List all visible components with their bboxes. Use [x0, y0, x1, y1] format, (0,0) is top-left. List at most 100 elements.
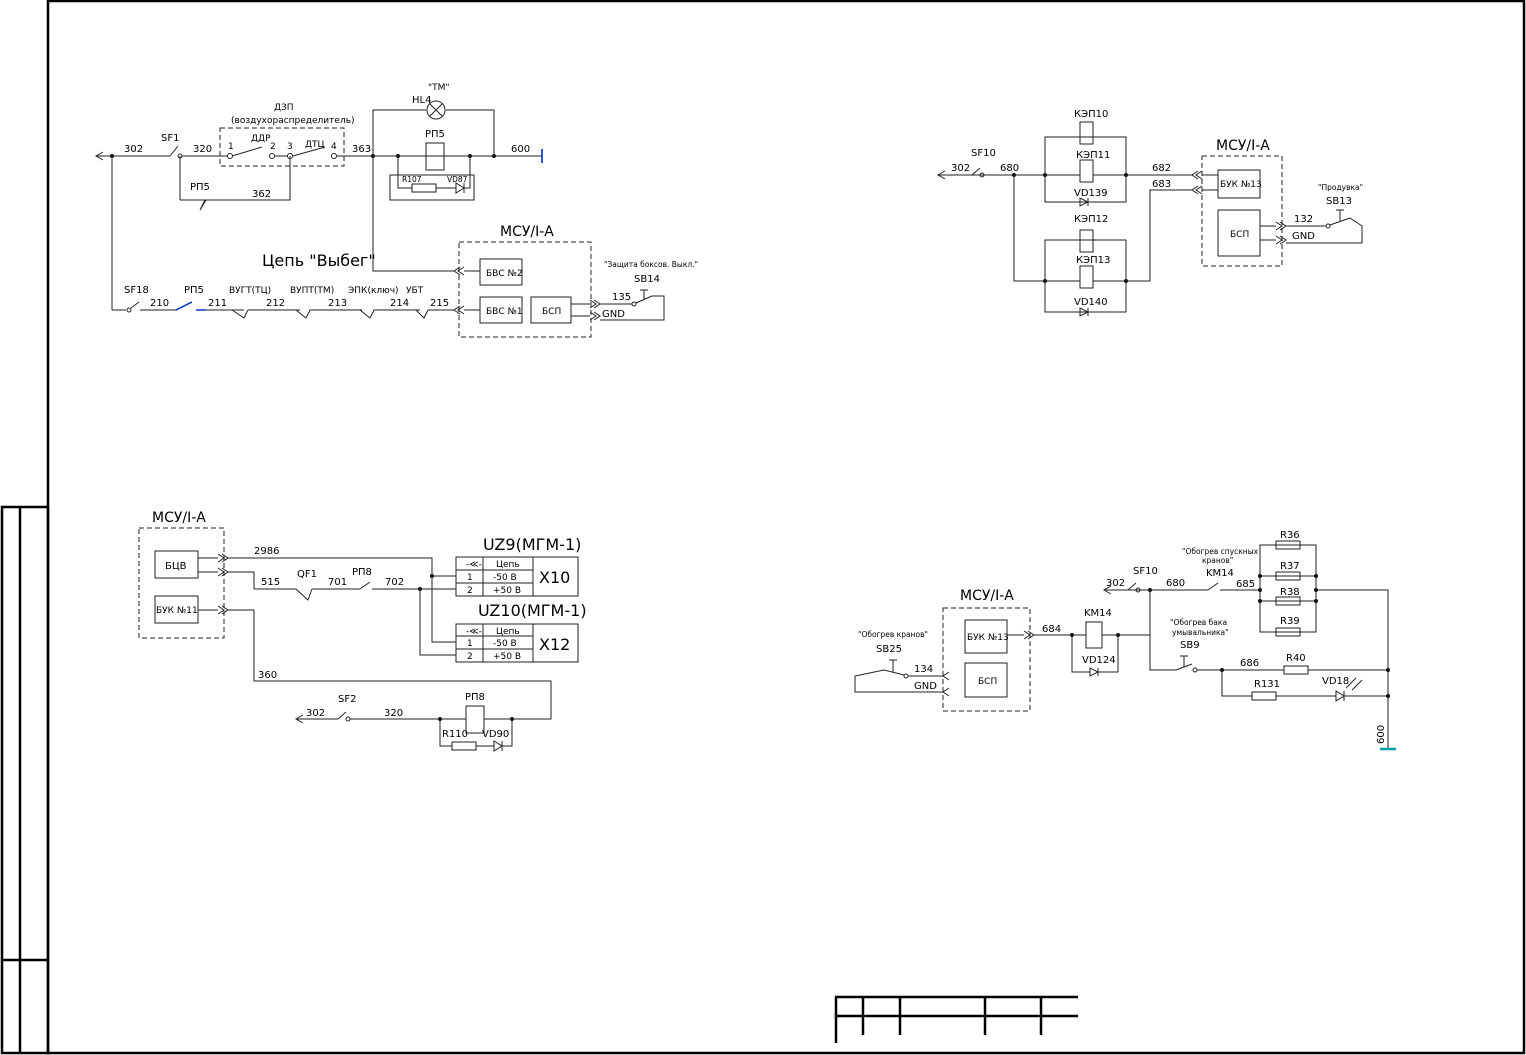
block-label: БВС №1 — [486, 307, 523, 317]
wire-label: 680 — [1000, 163, 1019, 174]
wire-label: 600 — [511, 144, 530, 155]
resistor-label: R39 — [1280, 616, 1300, 627]
relay-label: KM14 — [1084, 608, 1112, 619]
button-label: SB25 — [876, 644, 902, 655]
contact-label: ВУПТ(ТМ) — [290, 286, 334, 296]
diagram-upper-right: 302 SF10 680 КЭП10 КЭП11 VD139 КЭП12 КЭП… — [936, 109, 1363, 317]
button-label: SB9 — [1180, 640, 1200, 651]
contact-number: 4 — [331, 142, 337, 152]
pin-number: 1 — [467, 573, 473, 583]
contact-caption: "Обогрев спускных — [1182, 547, 1259, 556]
wire-label: 212 — [266, 298, 285, 309]
block-label: БВС №2 — [486, 269, 523, 279]
relay-label: KM14 — [1206, 568, 1234, 579]
unit-label: UZ10(МГМ-1) — [478, 601, 587, 620]
pin-number: 2 — [467, 652, 473, 662]
valve-label: КЭП12 — [1074, 214, 1108, 225]
button-caption: "Защита боксов. Выкл." — [604, 260, 698, 269]
valve-label: КЭП11 — [1076, 150, 1110, 161]
wire-label: 132 — [1294, 214, 1313, 225]
wire-label: 302 — [124, 144, 143, 155]
table-header: Цепь — [496, 560, 520, 570]
wire-label: 680 — [1166, 578, 1185, 589]
pin-voltage: -50 В — [493, 639, 517, 649]
contact-number: 2 — [270, 142, 276, 152]
connector-icon: -≪- — [466, 627, 482, 637]
wire-label: 683 — [1152, 179, 1171, 190]
switch-label: SF10 — [1133, 566, 1158, 577]
relay-label: РП5 — [184, 285, 204, 296]
circuit-title: Цепь "Выбег" — [262, 251, 376, 270]
wire-label: 702 — [385, 577, 404, 588]
switch-label: SF2 — [338, 694, 356, 705]
button-caption: "Продувка" — [1318, 183, 1363, 192]
wire-label: 210 — [150, 298, 169, 309]
resistor-label: R38 — [1280, 587, 1300, 598]
diagram-lower-right: МСУ/I-А БУК №13 БСП 684 KM14 VD124 134 G… — [854, 530, 1396, 751]
connector-icon: -≪- — [466, 560, 482, 570]
diode-label: VD140 — [1074, 297, 1108, 308]
diagram-upper-left: 302 SF1 320 ДЗП (воздухораспределитель) … — [94, 83, 698, 338]
block-label: БУК №13 — [1220, 180, 1262, 190]
pin-voltage: +50 В — [493, 652, 521, 662]
device-sublabel: (воздухораспределитель) — [231, 116, 355, 126]
button-label: SB14 — [634, 274, 660, 285]
lamp-label: HL4 — [412, 95, 431, 106]
block-label: БУК №13 — [967, 633, 1009, 643]
valve-label: КЭП10 — [1074, 109, 1108, 120]
ground-label: GND — [914, 681, 937, 692]
switch-label: SF10 — [971, 148, 996, 159]
relay-label: РП5 — [425, 129, 445, 140]
connector-label: X10 — [539, 568, 570, 587]
led-label: VD18 — [1322, 676, 1349, 687]
button-caption: "Обогрев бака — [1170, 618, 1227, 627]
resistor-label: R131 — [1254, 679, 1280, 690]
lamp-caption: "ТМ" — [428, 83, 450, 93]
wire-label: 302 — [951, 163, 970, 174]
pin-number: 1 — [467, 639, 473, 649]
contact-label: ВУГТ(ТЦ) — [229, 286, 271, 296]
wire-label: 684 — [1042, 624, 1061, 635]
wire-label: 320 — [193, 144, 212, 155]
module-label: МСУ/I-А — [152, 510, 206, 526]
wire-label: 363 — [352, 144, 371, 155]
diode-label: VD87 — [447, 175, 468, 184]
device-label: ДЗП — [274, 103, 294, 113]
block-label: БСП — [978, 677, 997, 687]
diode-label: VD90 — [482, 729, 509, 740]
contact-number: 1 — [228, 142, 234, 152]
unit-label: UZ9(МГМ-1) — [483, 535, 581, 554]
pin-voltage: -50 В — [493, 573, 517, 583]
contact-label: ЭПК(ключ) — [348, 286, 399, 296]
switch-label: SF1 — [161, 133, 179, 144]
wire-label: 134 — [914, 664, 933, 675]
wire-label: 213 — [328, 298, 347, 309]
diagram-lower-left: МСУ/I-А БЦВ БУК №11 2986 515 QF1 701 РП8… — [138, 510, 587, 752]
module-label: МСУ/I-А — [500, 224, 554, 240]
resistor-label: R40 — [1286, 653, 1306, 664]
relay-label: РП8 — [352, 567, 372, 578]
pin-number: 2 — [467, 586, 473, 596]
button-caption: умывальника" — [1172, 628, 1229, 637]
relay-label: РП5 — [190, 182, 210, 193]
wire-label: 682 — [1152, 163, 1171, 174]
wire-label: 701 — [328, 577, 347, 588]
table-header: Цепь — [496, 627, 520, 637]
relay-label: РП8 — [465, 692, 485, 703]
pin-voltage: +50 В — [493, 586, 521, 596]
button-caption: "Обогрев кранов" — [858, 630, 928, 639]
resistor-label: R110 — [442, 729, 468, 740]
breaker-label: QF1 — [297, 569, 317, 580]
wire-label: 360 — [258, 670, 277, 681]
connector-label: X12 — [539, 635, 570, 654]
ground-label: GND — [602, 309, 625, 320]
resistor-label: R107 — [402, 175, 422, 184]
wire-label: 302 — [306, 708, 325, 719]
contact-caption: кранов" — [1202, 556, 1233, 565]
module-label: МСУ/I-А — [1216, 138, 1270, 154]
button-label: SB13 — [1326, 196, 1352, 207]
wire-label: 515 — [261, 577, 280, 588]
wire-label: 686 — [1240, 658, 1259, 669]
diode-label: VD139 — [1074, 188, 1108, 199]
